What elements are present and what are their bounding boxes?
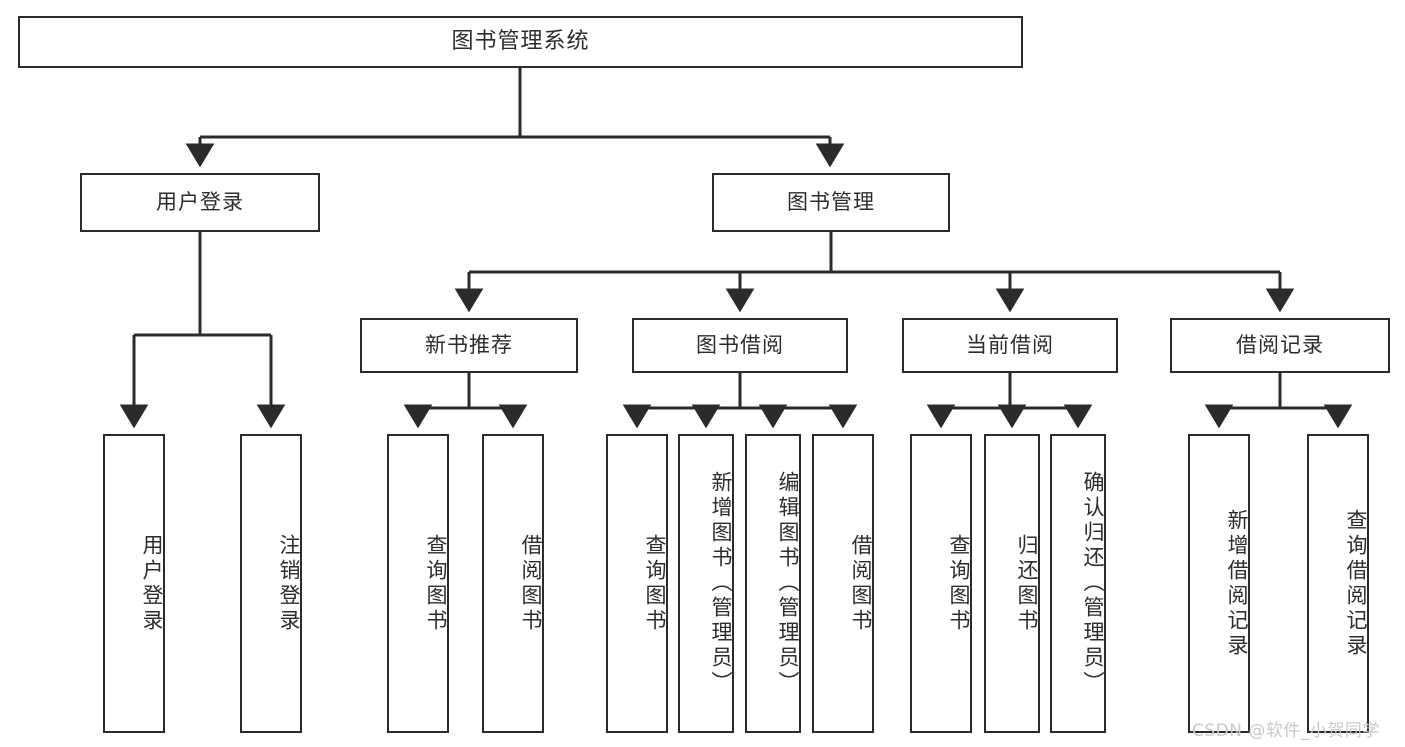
node-borrow-record-label: 借阅记录	[1236, 332, 1324, 357]
node-leaf-query-book-2-label: 查询图书	[643, 533, 667, 634]
node-new-book-recommend[interactable]: 新书推荐	[360, 318, 578, 373]
node-current-borrow[interactable]: 当前借阅	[902, 318, 1118, 373]
node-current-borrow-label: 当前借阅	[966, 332, 1054, 357]
node-borrow-record[interactable]: 借阅记录	[1170, 318, 1390, 373]
node-leaf-query-record[interactable]: 查询借阅记录	[1307, 434, 1369, 733]
node-leaf-query-book-2[interactable]: 查询图书	[606, 434, 668, 733]
node-leaf-add-record[interactable]: 新增借阅记录	[1188, 434, 1250, 733]
node-root-label: 图书管理系统	[451, 28, 590, 54]
node-leaf-user-login-label: 用户登录	[140, 533, 164, 634]
node-book-borrow-label: 图书借阅	[696, 332, 784, 357]
node-book-manage-label: 图书管理	[787, 189, 875, 214]
watermark: CSDN @软件_小贺同学	[1192, 721, 1380, 741]
node-leaf-user-login[interactable]: 用户登录	[103, 434, 165, 733]
node-leaf-logout[interactable]: 注销登录	[240, 434, 302, 733]
node-leaf-add-book-label: 新增图书（管理员）	[709, 471, 733, 696]
node-user-login-label: 用户登录	[156, 189, 244, 214]
node-leaf-logout-label: 注销登录	[277, 533, 301, 634]
node-leaf-add-record-label: 新增借阅记录	[1225, 508, 1249, 659]
node-user-login[interactable]: 用户登录	[80, 173, 320, 232]
node-new-book-recommend-label: 新书推荐	[425, 332, 513, 357]
node-leaf-return-book[interactable]: 归还图书	[984, 434, 1040, 733]
node-leaf-query-book-1-label: 查询图书	[424, 533, 448, 634]
node-book-borrow[interactable]: 图书借阅	[632, 318, 848, 373]
node-leaf-edit-book-label: 编辑图书（管理员）	[776, 471, 800, 696]
node-leaf-query-record-label: 查询借阅记录	[1344, 508, 1368, 659]
node-leaf-add-book[interactable]: 新增图书（管理员）	[678, 434, 734, 733]
node-leaf-borrow-book-2[interactable]: 借阅图书	[812, 434, 874, 733]
node-leaf-edit-book[interactable]: 编辑图书（管理员）	[745, 434, 801, 733]
node-leaf-confirm-return-label: 确认归还（管理员）	[1081, 471, 1105, 696]
node-leaf-borrow-book-1-label: 借阅图书	[519, 533, 543, 634]
node-leaf-query-book-3-label: 查询图书	[947, 533, 971, 634]
node-leaf-query-book-1[interactable]: 查询图书	[387, 434, 449, 733]
node-leaf-return-book-label: 归还图书	[1015, 533, 1039, 634]
node-leaf-borrow-book-2-label: 借阅图书	[849, 533, 873, 634]
node-leaf-confirm-return[interactable]: 确认归还（管理员）	[1050, 434, 1106, 733]
node-root[interactable]: 图书管理系统	[18, 16, 1023, 68]
node-book-manage[interactable]: 图书管理	[712, 173, 950, 232]
node-leaf-borrow-book-1[interactable]: 借阅图书	[482, 434, 544, 733]
node-leaf-query-book-3[interactable]: 查询图书	[910, 434, 972, 733]
